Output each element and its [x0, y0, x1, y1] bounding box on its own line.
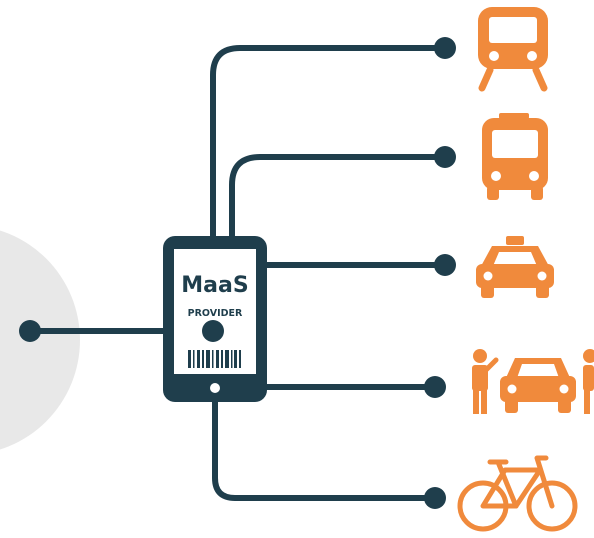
taxi-dot [434, 254, 456, 276]
phone-home-button [210, 383, 220, 393]
connectors [27, 45, 448, 501]
car-icon [500, 358, 576, 413]
person-left-icon [472, 349, 499, 414]
provider-title: MaaS [181, 273, 248, 298]
provider-subtitle: PROVIDER [188, 308, 243, 319]
bike-dot [424, 487, 446, 509]
bus-connector [229, 154, 448, 239]
bike-connector [212, 395, 438, 501]
person-right-icon [583, 349, 594, 414]
user-circle [0, 230, 80, 450]
bicycle-icon [457, 455, 578, 532]
provider-phone: MaaS PROVIDER [163, 236, 267, 402]
carpool-dot [424, 376, 446, 398]
train-dot [434, 37, 456, 59]
user-node [0, 230, 80, 450]
barcode-icon [188, 350, 241, 368]
provider-dot [202, 320, 224, 342]
endpoint-dots [19, 37, 456, 509]
taxi-icon [476, 236, 554, 298]
phone-screen [174, 249, 256, 374]
bus-dot [434, 146, 456, 168]
train-icon [478, 7, 548, 92]
bus-icon [482, 113, 548, 200]
carpool-icon [472, 349, 594, 414]
train-connector [210, 45, 448, 239]
user-dot [19, 320, 41, 342]
